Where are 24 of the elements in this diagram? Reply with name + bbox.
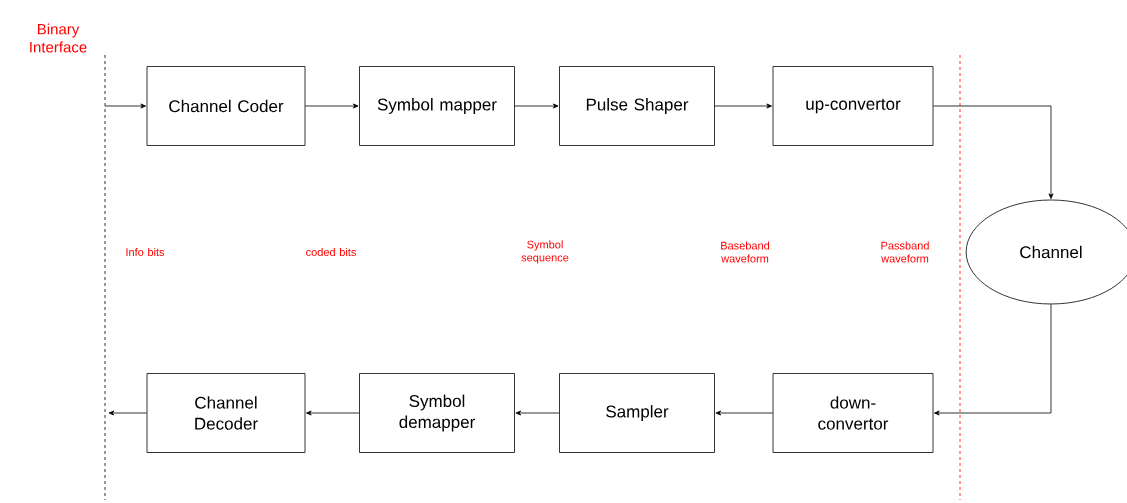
process-box: Channel Coder [146,66,306,146]
signal-label: Passband waveform [881,241,929,263]
arrow [714,103,772,109]
arrow [933,105,1054,199]
process-box: Pulse Shaper [559,66,715,146]
arrow [515,410,560,416]
arrow [108,410,147,416]
arrow [305,103,359,109]
signal-label: Info bits [126,247,165,257]
arrow [715,410,773,416]
arrow [306,410,360,416]
interface-label: Binary Interface [30,23,87,53]
process-box: Channel Decoder [146,373,306,453]
signal-label: coded bits [306,247,356,257]
signal-label: Symbol sequence [521,240,569,264]
arrow [104,103,146,109]
arrow [514,103,559,109]
process-box: up-convertor [772,66,934,146]
process-box: Symbol mapper [359,66,515,146]
process-box: Sampler [559,373,715,453]
signal-label: Baseband waveform [721,241,770,263]
process-box: down-convertor [772,373,934,453]
arrow [934,304,1052,416]
process-box: Symbol demapper [359,373,515,453]
